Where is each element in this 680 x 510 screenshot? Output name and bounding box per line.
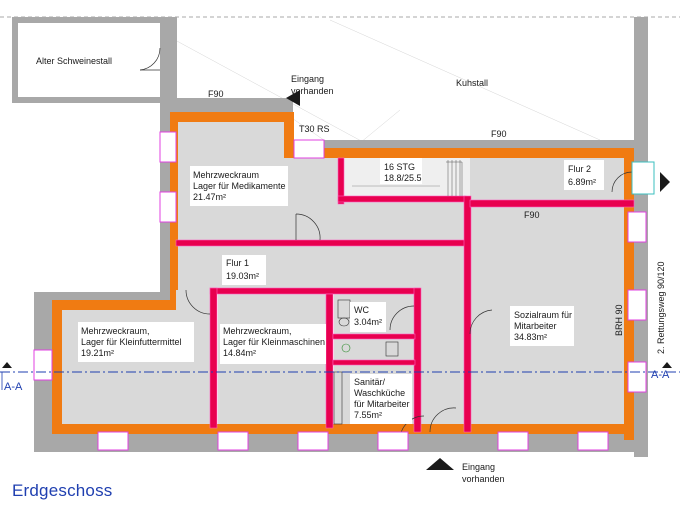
fire-rating-f90-1: F90 (208, 89, 224, 99)
room-use-sanitaer: für Mitarbeiter (354, 399, 410, 409)
brh-label: BRH 90 (614, 304, 624, 336)
stair-treads (352, 160, 463, 196)
room-name-mzr-medikamente: Mehrzweckraum (193, 170, 259, 180)
room-use-mzr-kleinfuttermittel: Lager für Kleinfuttermittel (81, 337, 182, 347)
entrance-arrow-bottom (426, 458, 454, 470)
room-area-mzr-kleinmaschinen: 14.84m² (223, 348, 256, 358)
room-area-wc: 3.04m² (354, 317, 382, 327)
section-line-aa (0, 362, 680, 390)
new-walls (175, 157, 635, 433)
stair-dims: 18.8/25.5 (384, 173, 422, 183)
room-name-sozialraum: Sozialraum für (514, 310, 572, 320)
room-name-mzr-kleinfuttermittel: Mehrzweckraum, (81, 326, 150, 336)
fire-rating-f90-3: F90 (524, 210, 540, 220)
room-name-flur-1: Flur 1 (226, 258, 249, 268)
floor-title: Erdgeschoss (12, 481, 113, 500)
room-name-sanitaer: Sanitär/ (354, 377, 386, 387)
windows (33, 131, 655, 451)
section-label-left: A-A (4, 381, 23, 393)
entrance-bottom-label-2: vorhanden (462, 474, 505, 484)
entrance-arrow-top (286, 90, 300, 106)
room-use-mzr-kleinmaschinen: Lager für Kleinmaschinen (223, 337, 325, 347)
door-t30-label: T30 RS (299, 124, 330, 134)
room-name-mzr-kleinmaschinen: Mehrzweckraum, (223, 326, 292, 336)
room-area-flur-1: 19.03m² (226, 271, 259, 281)
room-area-sanitaer: 7.55m² (354, 410, 382, 420)
section-label-right: A-A (651, 369, 670, 381)
room-area-flur-2: 6.89m² (568, 177, 596, 187)
room-name2-sanitaer: Waschküche (354, 388, 405, 398)
room-name-wc: WC (354, 305, 369, 315)
escape-route-label: 2. Rettungsweg 90/120 (656, 261, 666, 354)
label-backgrounds (78, 158, 604, 424)
room-name-flur-2: Flur 2 (568, 164, 591, 174)
room-name2-sozialraum: Mitarbeiter (514, 321, 557, 331)
room-name-alter-schweinestall: Alter Schweinestall (36, 56, 112, 66)
room-area-sozialraum: 34.83m² (514, 332, 547, 342)
room-area-mzr-medikamente: 21.47m² (193, 192, 226, 202)
escape-arrow (660, 172, 670, 192)
entrance-top-label-2: vorhanden (291, 86, 334, 96)
fire-rating-f90-2: F90 (491, 129, 507, 139)
room-area-mzr-kleinfuttermittel: 19.21m² (81, 348, 114, 358)
room-use-mzr-medikamente: Lager für Medikamente (193, 181, 286, 191)
room-name-kuhstall: Kuhstall (456, 78, 488, 88)
stair-label: 16 STG (384, 162, 415, 172)
entrance-top-label-1: Eingang (291, 74, 324, 84)
entrance-bottom-label-1: Eingang (462, 462, 495, 472)
